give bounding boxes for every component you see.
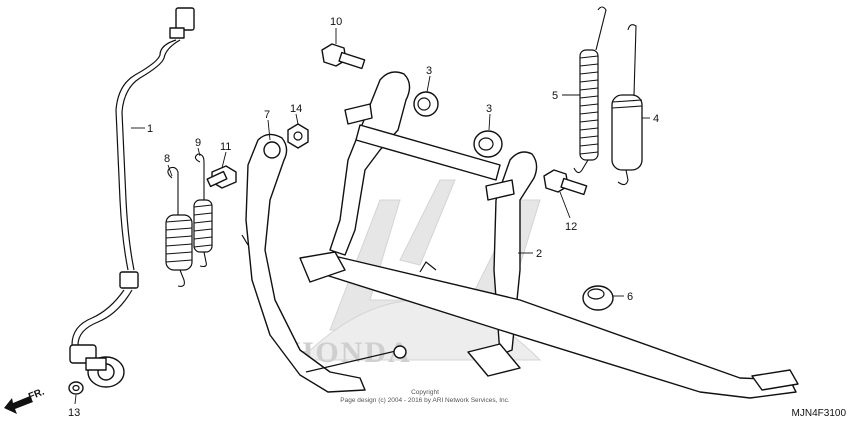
callout-5: 5 [552, 90, 558, 102]
part-8-spring [165, 166, 193, 287]
callout-10: 10 [330, 16, 342, 28]
callout-labels: 1 2 3 3 4 5 6 7 8 9 10 11 12 13 14 [68, 16, 659, 419]
part-6-stopper [582, 285, 614, 311]
copyright-line-2: Page design (c) 2004 - 2016 by ARI Netwo… [340, 397, 510, 404]
leader-lines [74, 28, 650, 405]
callout-2: 2 [536, 248, 542, 260]
copyright-line-1: Copyright [411, 389, 439, 396]
part-7-side-stand [241, 133, 407, 393]
direction-arrow-icon [4, 396, 33, 414]
callout-3-lower: 3 [486, 103, 492, 115]
callout-13: 13 [68, 407, 80, 419]
part-3-bushing-lower [473, 130, 503, 158]
callout-7: 7 [264, 109, 270, 121]
callout-8: 8 [164, 153, 170, 165]
callout-9: 9 [195, 137, 201, 149]
callout-3-upper: 3 [426, 65, 432, 77]
front-direction-indicator: FR. [4, 386, 46, 414]
part-9-spring [193, 153, 213, 268]
callout-12: 12 [565, 221, 577, 233]
part-10-bolt [321, 43, 366, 70]
part-3-bushing-upper [413, 91, 439, 117]
direction-label: FR. [27, 386, 46, 402]
diagram-code: MJN4F3100 [792, 408, 847, 419]
part-11-bolt [206, 165, 237, 189]
part-2-main-stand [299, 71, 799, 399]
part-5-spring [573, 6, 607, 174]
part-4-spring-cover [611, 24, 643, 186]
callout-4: 4 [653, 113, 659, 125]
callout-14: 14 [290, 103, 302, 115]
part-12-bolt [543, 169, 588, 196]
callout-11: 11 [220, 141, 231, 153]
callout-1: 1 [147, 123, 153, 135]
part-1-side-stand-switch-harness [69, 7, 195, 388]
part-14-nut [287, 123, 309, 149]
callout-6: 6 [627, 291, 633, 303]
part-13-washer [68, 381, 84, 395]
